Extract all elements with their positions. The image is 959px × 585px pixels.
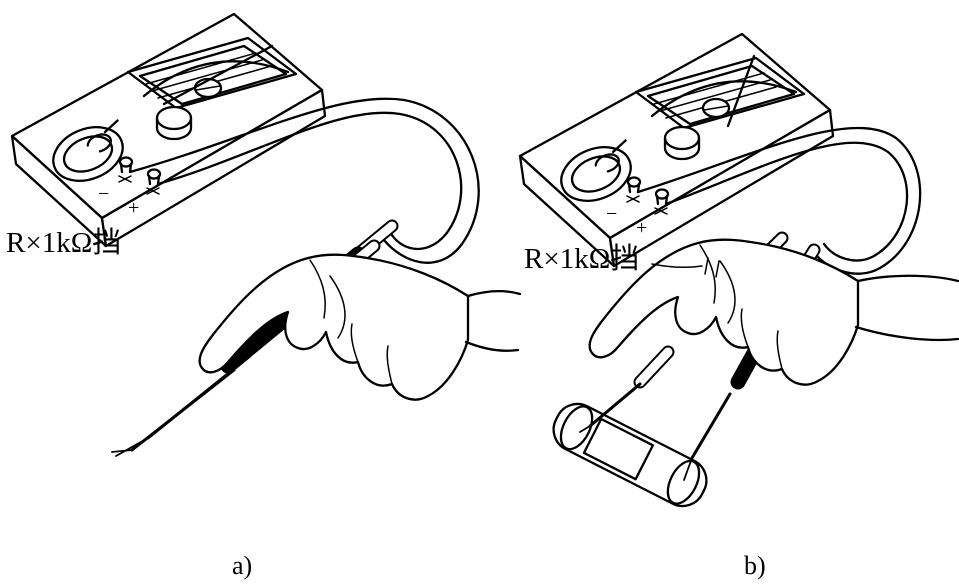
range-label: R×1kΩ挡 <box>524 242 639 275</box>
component-cap-left <box>559 405 594 451</box>
arm-lines <box>464 290 522 352</box>
multimeter <box>10 12 327 248</box>
meter-needle <box>726 54 756 128</box>
panel-caption: b) <box>744 551 766 580</box>
arm-lines <box>854 274 959 342</box>
panel-caption: a) <box>232 551 252 580</box>
range-label: R×1kΩ挡 <box>6 226 121 259</box>
probe-rib-marks <box>704 257 720 278</box>
panel-a: R×1kΩ挡 a) <box>6 12 522 580</box>
test-probes-lower <box>579 345 732 481</box>
hand <box>198 253 470 401</box>
component-under-test <box>552 402 708 508</box>
component-cap-right <box>666 459 701 505</box>
component-label-band <box>582 417 655 481</box>
panel-b: R×1kΩ挡 b) <box>518 32 959 580</box>
multimeter <box>518 32 835 268</box>
meter-needle <box>162 44 274 106</box>
test-lead-wires <box>128 97 480 264</box>
test-probes-lower <box>111 354 252 457</box>
probe-tip-front <box>111 449 133 453</box>
probe-tip-left <box>579 425 591 433</box>
test-lead-wires <box>636 126 922 275</box>
label-leader-line <box>651 263 703 269</box>
probe-tip-right <box>683 457 693 481</box>
